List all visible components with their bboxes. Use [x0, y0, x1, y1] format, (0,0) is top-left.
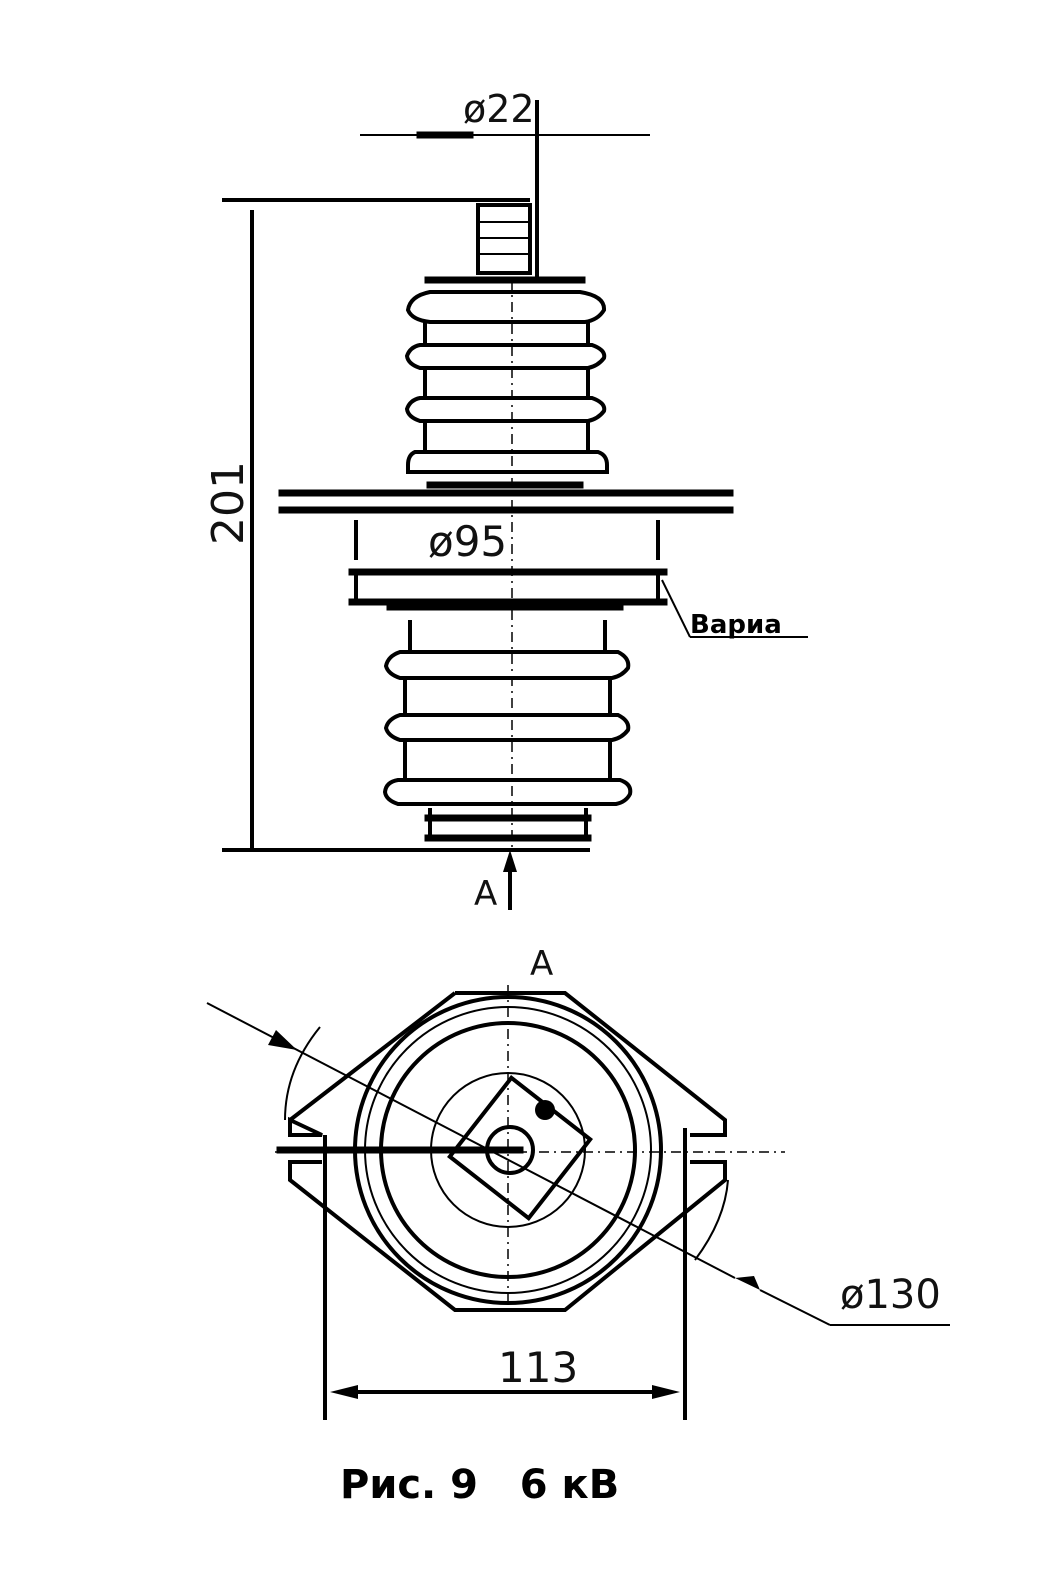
- base-width-label: 113: [498, 1343, 578, 1392]
- base-diameter-label: ø130: [840, 1272, 941, 1318]
- callout-label: Вариа: [690, 610, 782, 640]
- view-arrow-label: A: [474, 874, 497, 914]
- figure-caption: Рис. 9 6 кВ: [340, 1462, 619, 1508]
- flange: ø95: [278, 489, 734, 611]
- lower-insulator: [382, 620, 633, 842]
- height-label: 201: [203, 461, 254, 545]
- flange-diameter-label: ø95: [428, 517, 507, 566]
- base-width-dimension: 113: [323, 1128, 687, 1420]
- terminal-stud: [476, 203, 532, 275]
- upper-insulator: [404, 276, 609, 489]
- view-arrow: A: [474, 850, 517, 914]
- side-view: ø22 201: [203, 87, 808, 914]
- plan-view: A ø130: [206, 944, 950, 1420]
- top-diameter-label: ø22: [463, 87, 535, 131]
- flange-outline: [288, 991, 727, 1312]
- view-title: A: [530, 944, 553, 984]
- base-diameter-dimension: ø130: [206, 1002, 950, 1326]
- height-dimension: 201: [203, 210, 254, 848]
- top-diameter-dimension: ø22: [360, 87, 650, 280]
- callout: Вариа: [661, 579, 808, 640]
